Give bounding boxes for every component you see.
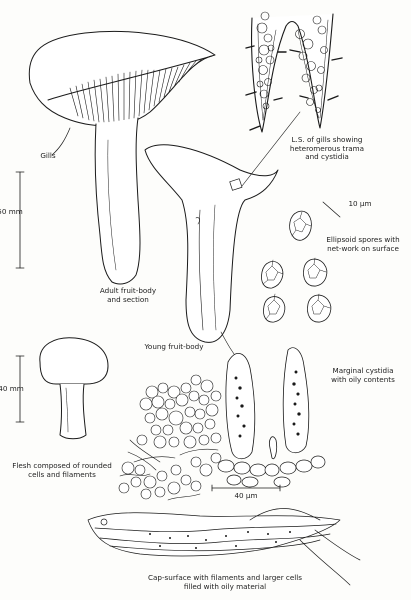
spores xyxy=(261,210,332,323)
gills-pointer xyxy=(51,127,71,156)
label-gills: Gills xyxy=(40,151,56,160)
spore xyxy=(289,210,312,241)
label-scale-50mm: 50 mm xyxy=(0,207,23,216)
spore xyxy=(303,257,328,287)
spore xyxy=(307,293,332,323)
label-scale-40mm: 40 mm xyxy=(0,384,24,393)
cap-surface-filaments xyxy=(87,508,361,586)
label-spores: Ellipsoid spores with net-work on surfac… xyxy=(326,235,400,253)
label-adult: Adult fruit-body and section xyxy=(99,286,157,304)
label-cap-surface: Cap-surface with filaments and larger ce… xyxy=(147,573,303,591)
flesh-cells xyxy=(118,374,222,501)
fruit-body-section xyxy=(144,111,301,363)
scale-bar-10um xyxy=(322,201,341,218)
young-fruit-body xyxy=(39,337,109,440)
label-young: Young fruit-body xyxy=(144,342,204,351)
label-scale-40um: 40 µm xyxy=(234,491,258,500)
marginal-cystidia xyxy=(217,347,326,488)
label-gill-section: L.S. of gills showing heteromerous trama… xyxy=(289,135,365,162)
adult-fruit-body xyxy=(28,31,216,285)
spore xyxy=(261,259,284,289)
scale-bar-50mm xyxy=(15,171,25,269)
label-marginal: Marginal cystidia with oily contents xyxy=(331,366,395,384)
scale-bar-40mm xyxy=(15,355,25,423)
label-scale-10um: 10 µm xyxy=(348,199,372,208)
label-flesh: Flesh composed of rounded cells and fila… xyxy=(12,461,112,479)
gill-section-drawing xyxy=(245,11,343,133)
spore xyxy=(263,293,286,323)
scale-bar-40um xyxy=(211,484,281,492)
